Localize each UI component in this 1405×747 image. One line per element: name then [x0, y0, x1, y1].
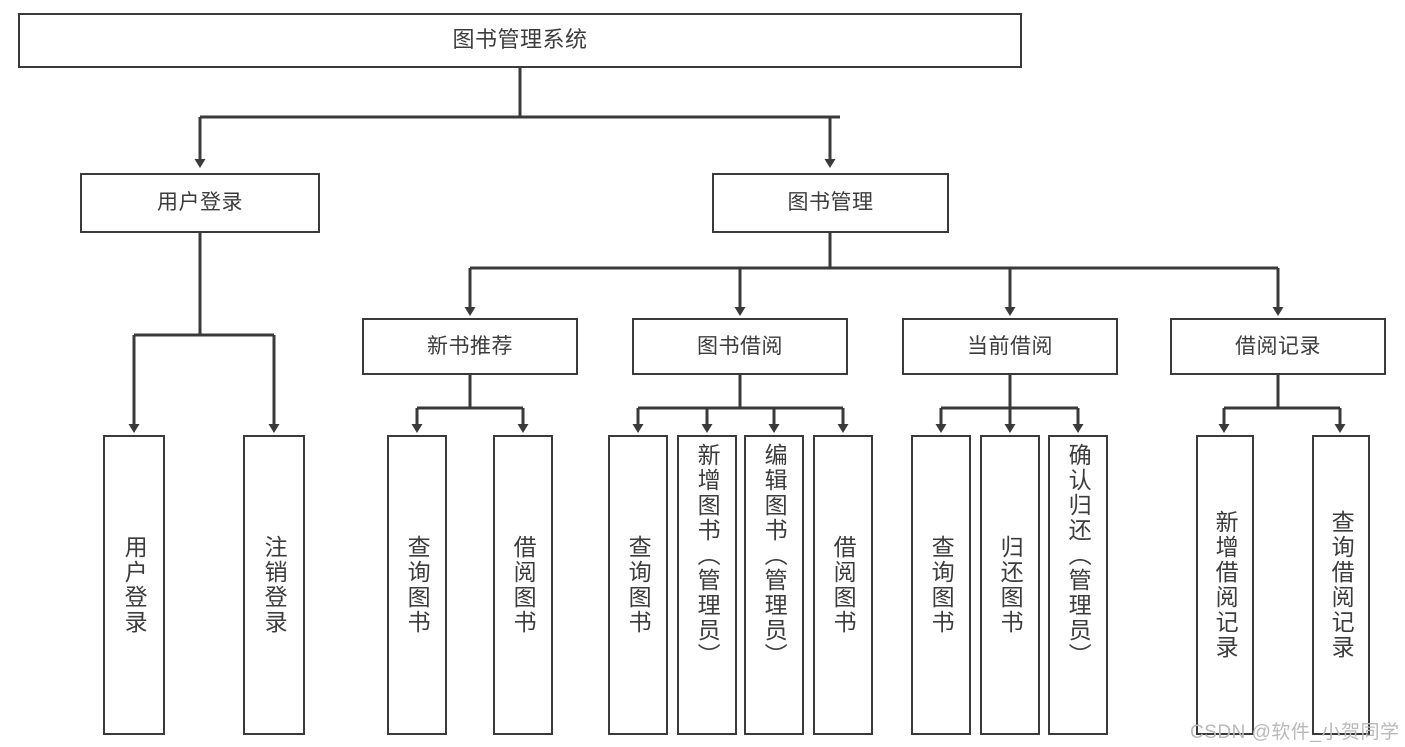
- node-leaf-query-book-rec[interactable]: 查询图书: [387, 435, 447, 735]
- node-new-book-recommend-label: 新书推荐: [427, 334, 513, 358]
- node-leaf-add-record-label: 新增借阅记录: [1212, 510, 1239, 660]
- node-book-borrow-label: 图书借阅: [697, 334, 783, 358]
- node-leaf-borrow-book-rec[interactable]: 借阅图书: [493, 435, 553, 735]
- node-current-borrow[interactable]: 当前借阅: [902, 318, 1118, 375]
- node-root[interactable]: 图书管理系统: [18, 13, 1022, 68]
- node-leaf-query-book-current-label: 查询图书: [928, 535, 955, 635]
- node-leaf-return-book-label: 归还图书: [997, 535, 1024, 635]
- node-borrow-record-label: 借阅记录: [1235, 334, 1321, 358]
- node-user-login-label: 用户登录: [157, 191, 243, 215]
- node-new-book-recommend[interactable]: 新书推荐: [362, 318, 578, 375]
- node-leaf-add-record[interactable]: 新增借阅记录: [1196, 435, 1254, 735]
- node-current-borrow-label: 当前借阅: [967, 334, 1053, 358]
- node-leaf-user-login[interactable]: 用户登录: [103, 435, 165, 735]
- node-leaf-query-book-borrow-label: 查询图书: [625, 535, 652, 635]
- node-leaf-user-logout[interactable]: 注销登录: [243, 435, 305, 735]
- node-leaf-confirm-return[interactable]: 确认归还（管理员）: [1048, 435, 1108, 735]
- node-leaf-return-book[interactable]: 归还图书: [980, 435, 1040, 735]
- node-root-label: 图书管理系统: [452, 27, 588, 53]
- node-leaf-query-record[interactable]: 查询借阅记录: [1312, 435, 1370, 735]
- node-leaf-add-book-label: 新增图书（管理员）: [694, 443, 721, 668]
- node-leaf-query-book-borrow[interactable]: 查询图书: [608, 435, 668, 735]
- node-leaf-borrow-book[interactable]: 借阅图书: [813, 435, 873, 735]
- node-book-borrow[interactable]: 图书借阅: [632, 318, 848, 375]
- node-leaf-borrow-book-label: 借阅图书: [830, 535, 857, 635]
- node-leaf-query-book-current[interactable]: 查询图书: [911, 435, 971, 735]
- node-leaf-user-login-label: 用户登录: [121, 535, 148, 635]
- node-leaf-edit-book[interactable]: 编辑图书（管理员）: [744, 435, 804, 735]
- node-leaf-confirm-return-label: 确认归还（管理员）: [1065, 443, 1092, 668]
- node-book-management[interactable]: 图书管理: [712, 173, 949, 233]
- node-leaf-add-book[interactable]: 新增图书（管理员）: [677, 435, 737, 735]
- node-leaf-user-logout-label: 注销登录: [261, 535, 288, 635]
- node-user-login[interactable]: 用户登录: [80, 173, 320, 233]
- watermark: CSDN @软件_小贺同学: [1190, 722, 1400, 743]
- node-leaf-edit-book-label: 编辑图书（管理员）: [761, 443, 788, 668]
- node-leaf-borrow-book-rec-label: 借阅图书: [510, 535, 537, 635]
- node-leaf-query-book-rec-label: 查询图书: [404, 535, 431, 635]
- node-borrow-record[interactable]: 借阅记录: [1170, 318, 1386, 375]
- node-book-management-label: 图书管理: [787, 191, 874, 215]
- node-leaf-query-record-label: 查询借阅记录: [1328, 510, 1355, 660]
